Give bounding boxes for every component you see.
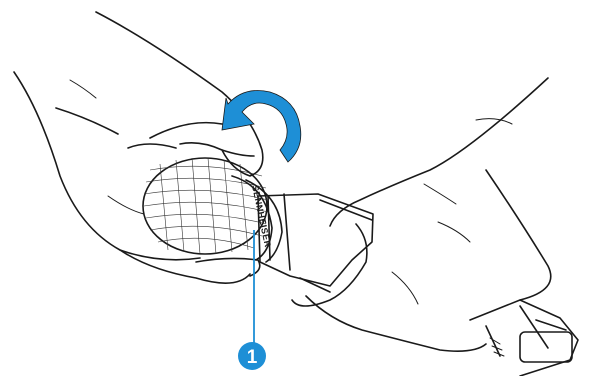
- callout-1: 1: [238, 230, 266, 370]
- lower-hand: [292, 78, 551, 351]
- microphone-handle: [258, 194, 578, 376]
- microphone-head: SENNHEISER: [143, 158, 282, 262]
- curved-arrow-counterclockwise-icon: [222, 91, 301, 163]
- rotation-arrow-body: [222, 91, 301, 163]
- upper-hand: [14, 12, 263, 283]
- callout-number: 1: [247, 347, 258, 368]
